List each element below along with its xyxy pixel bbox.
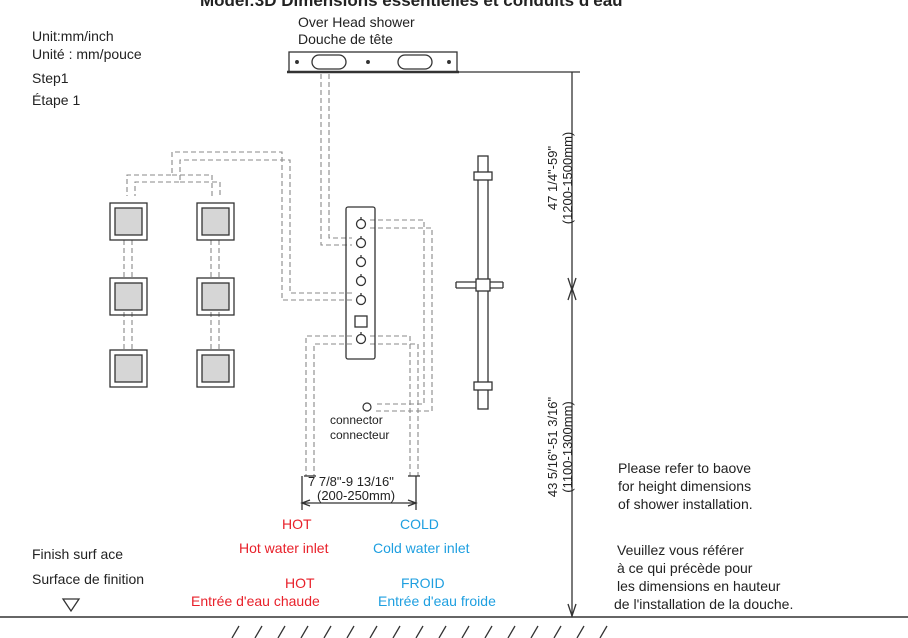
units-label-fr: Unité : mm/pouce bbox=[32, 46, 142, 62]
width-dimension-label-mm: (200-250mm) bbox=[317, 488, 396, 503]
cold-inlet-label: Cold water inlet bbox=[373, 540, 470, 556]
note-fr-line1: Veuillez vous référer bbox=[617, 542, 744, 558]
units-label: Unit:mm/inch bbox=[32, 28, 114, 44]
cold-inlet-label-fr: Entrée d'eau froide bbox=[378, 593, 496, 609]
height-upper-label: 47 1/4"-59" (1200-1500mm) bbox=[545, 131, 575, 225]
connector-label: connector bbox=[330, 413, 383, 427]
finish-surface-label: Finish surf ace bbox=[32, 546, 124, 562]
floor-line bbox=[0, 616, 908, 638]
note-en-line1: Please refer to baove bbox=[618, 460, 752, 476]
note-en-line3: of shower installation. bbox=[618, 496, 753, 512]
note-fr-line4: de l'installation de la douche. bbox=[614, 596, 794, 612]
overhead-shower-icon bbox=[287, 51, 459, 74]
connector-icon bbox=[362, 402, 372, 412]
hot-label: HOT bbox=[282, 516, 312, 532]
cold-label: COLD bbox=[400, 516, 439, 532]
width-dimension-line bbox=[300, 476, 418, 510]
step-label: Step1 bbox=[32, 70, 69, 86]
width-dimension-label: 7 7/8"-9 13/16" bbox=[308, 474, 394, 489]
hot-label-fr: HOT bbox=[285, 575, 315, 591]
overhead-shower-label-fr: Douche de tête bbox=[298, 31, 393, 47]
body-jet-icon bbox=[196, 277, 235, 316]
water-pipes bbox=[123, 74, 433, 476]
body-jet-icon bbox=[109, 349, 148, 388]
body-jets bbox=[109, 202, 235, 388]
body-jet-icon bbox=[196, 349, 235, 388]
hot-inlet-label-fr: Entrée d'eau chaude bbox=[191, 593, 320, 609]
height-lower-label: 43 5/16"-51 3/16" (1100-1300mm) bbox=[545, 396, 575, 498]
level-triangle-icon bbox=[61, 598, 81, 613]
note-fr-line2: à ce qui précède pour bbox=[617, 560, 753, 576]
valve-panel-icon bbox=[345, 206, 376, 360]
hot-inlet-label: Hot water inlet bbox=[239, 540, 329, 556]
page-title: Model:3D Dimensions essentielles et cond… bbox=[200, 0, 623, 10]
height-dimension-line bbox=[457, 71, 580, 619]
step-label-fr: Étape 1 bbox=[32, 92, 81, 108]
body-jet-icon bbox=[109, 277, 148, 316]
body-jet-icon bbox=[109, 202, 148, 241]
note-en-line2: for height dimensions bbox=[618, 478, 752, 494]
finish-surface-label-fr: Surface de finition bbox=[32, 571, 145, 587]
overhead-shower-label: Over Head shower bbox=[298, 14, 415, 30]
connector-label-fr: connecteur bbox=[330, 428, 390, 442]
cold-label-fr: FROID bbox=[401, 575, 445, 591]
note-fr-line3: les dimensions en hauteur bbox=[617, 578, 781, 594]
body-jet-icon bbox=[196, 202, 235, 241]
slide-bar-icon bbox=[455, 155, 504, 410]
